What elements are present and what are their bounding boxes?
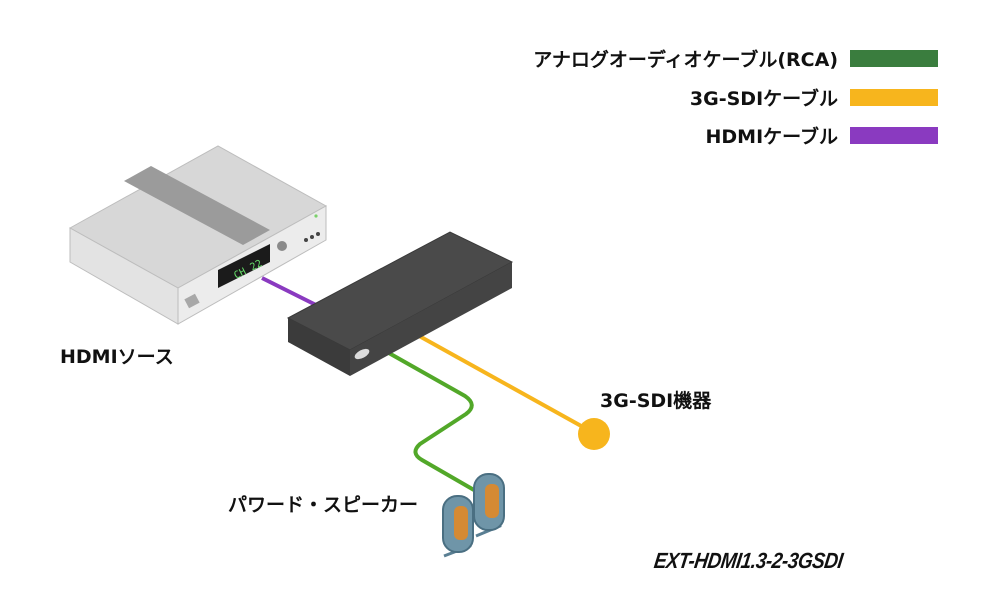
hdmi-cable bbox=[261, 276, 323, 310]
rca-cable bbox=[379, 346, 475, 492]
legend-item-rca: アナログオーディオケーブル(RCA) bbox=[533, 47, 938, 71]
hdmi-source-label: HDMIソース bbox=[60, 346, 174, 368]
legend-item-sdi: 3G-SDIケーブル bbox=[689, 86, 938, 110]
legend-swatch-rca bbox=[850, 49, 938, 67]
legend-swatch-hdmi bbox=[850, 126, 938, 144]
legend-label-sdi: 3G-SDIケーブル bbox=[689, 87, 838, 110]
legend-swatch-sdi bbox=[850, 88, 938, 106]
sdi-cable bbox=[411, 330, 593, 434]
speakers-label: パワード・スピーカー bbox=[228, 494, 419, 516]
hdmi-source-device: CH 22 bbox=[68, 145, 328, 325]
legend-label-hdmi: HDMIケーブル bbox=[705, 125, 838, 148]
sdi-device-label: 3G-SDI機器 bbox=[600, 390, 712, 412]
sdi-device-dot bbox=[578, 418, 610, 450]
extender-device bbox=[286, 231, 514, 376]
legend-label-rca: アナログオーディオケーブル(RCA) bbox=[533, 48, 838, 71]
legend-item-hdmi: HDMIケーブル bbox=[705, 124, 938, 148]
model-name: EXT-HDMI1.3-2-3GSDI bbox=[652, 548, 845, 573]
speakers bbox=[442, 473, 505, 558]
